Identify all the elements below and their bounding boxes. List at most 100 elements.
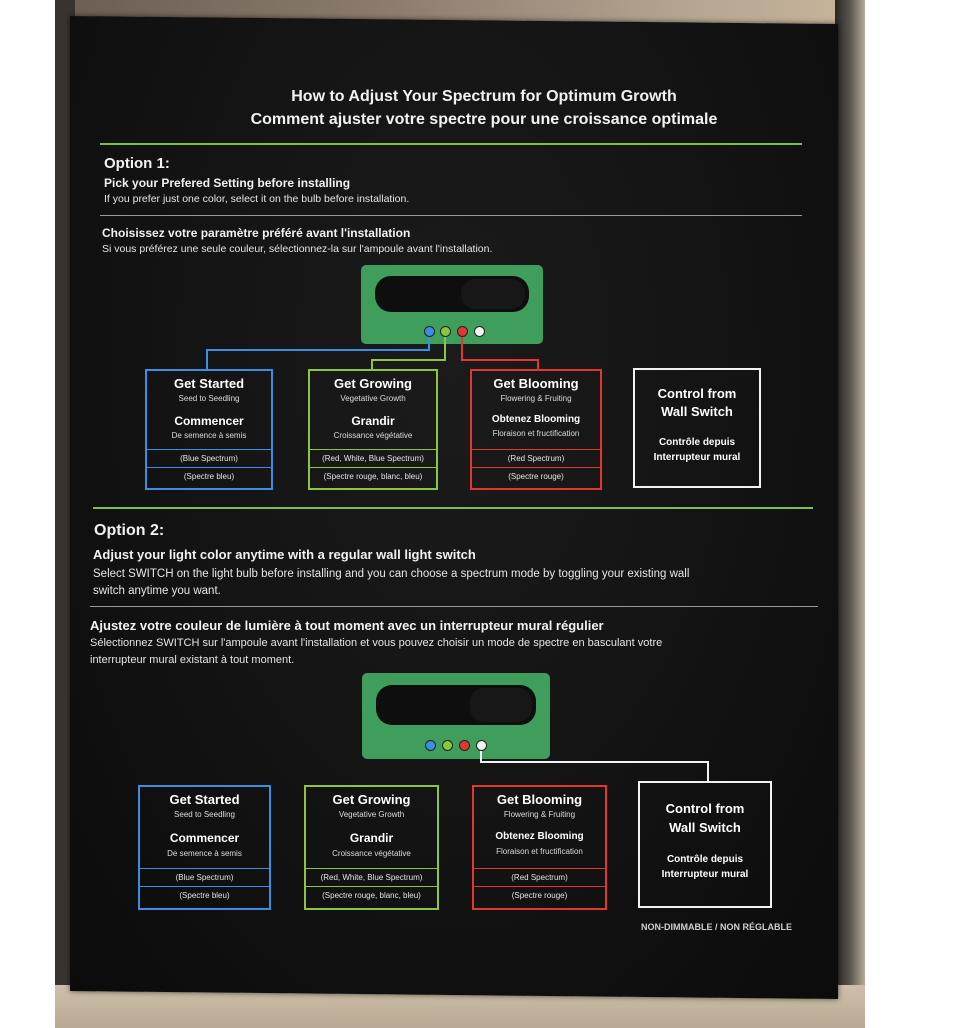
card-fr-title: Commencer xyxy=(174,414,244,428)
card-spectrum-fr: (Spectre bleu) xyxy=(183,472,235,481)
card-title: Get Growing xyxy=(332,792,411,807)
card-fr-subtitle: Croissance végétative xyxy=(333,431,413,440)
card-fr-subtitle: De semence à semis xyxy=(167,849,242,858)
switch-slot xyxy=(376,685,536,725)
card-fr-subtitle: Floraison et fructification xyxy=(496,847,583,856)
card-fr-title: Obtenez Blooming xyxy=(495,831,584,842)
option2-fr-text-1: Sélectionnez SWITCH sur l'ampoule avant … xyxy=(90,637,663,649)
card-title: Control from xyxy=(657,386,737,401)
card-fr-subtitle: Croissance végétative xyxy=(332,849,411,858)
heading-french: Comment ajuster votre spectre pour une c… xyxy=(250,111,718,128)
card-fr-title: Contrôle depuis xyxy=(666,854,744,865)
card-get-growing-1: Get Growing Vegetative Growth Grandir Cr… xyxy=(308,369,438,490)
option1-en-text: If you prefer just one color, select it … xyxy=(104,193,410,205)
option1-fr-text: Si vous préférez une seule couleur, séle… xyxy=(102,243,493,255)
red-dot-icon xyxy=(459,740,470,751)
card-title: Get Blooming xyxy=(496,792,583,807)
card-fr-title: Contrôle depuis xyxy=(658,437,736,448)
card-spectrum-en: (Red Spectrum) xyxy=(507,454,565,463)
option2-top-divider xyxy=(93,507,813,509)
heading-divider xyxy=(100,143,802,145)
white-dot-icon xyxy=(476,740,487,751)
card-spectrum-fr: (Spectre rouge) xyxy=(511,891,568,900)
card-fr-subtitle: De semence à semis xyxy=(171,431,247,440)
card-divider xyxy=(140,886,269,887)
card-subtitle: Seed to Seedling xyxy=(174,810,235,819)
card-fr-title: Interrupteur mural xyxy=(653,452,741,463)
card-spectrum-fr: (Spectre rouge) xyxy=(508,472,564,481)
card-divider xyxy=(306,886,437,887)
card-spectrum-fr: (Spectre rouge, blanc, bleu) xyxy=(323,472,423,481)
card-fr-title: Interrupteur mural xyxy=(661,869,749,880)
card-fr-title: Commencer xyxy=(169,831,240,845)
card-fr-title: Grandir xyxy=(349,831,394,845)
option2-en-title: Adjust your light color anytime with a r… xyxy=(93,547,476,562)
card-divider xyxy=(472,467,600,468)
card-spectrum-en: (Blue Spectrum) xyxy=(180,454,238,463)
card-divider xyxy=(310,449,436,450)
card-spectrum-fr: (Spectre rouge, blanc, bleu) xyxy=(322,891,421,900)
card-title: Get Growing xyxy=(334,376,412,391)
switch-knob xyxy=(470,688,532,722)
heading-english: How to Adjust Your Spectrum for Optimum … xyxy=(291,88,677,105)
card-divider xyxy=(472,449,600,450)
background-right xyxy=(835,0,865,1028)
blue-dot-icon xyxy=(425,740,436,751)
option2-fr-title: Ajustez votre couleur de lumière à tout … xyxy=(90,618,604,633)
card-subtitle: Vegetative Growth xyxy=(340,394,406,403)
red-dot-icon xyxy=(457,326,468,337)
option2-divider xyxy=(90,606,818,607)
card-get-blooming-1: Get Blooming Flowering & Fruiting Obtene… xyxy=(470,369,602,490)
green-dot-icon xyxy=(440,326,451,337)
option1-label: Option 1: xyxy=(104,155,170,172)
card-fr-title: Obtenez Blooming xyxy=(491,414,581,425)
bulb-switch-illustration-1 xyxy=(361,265,543,344)
option1-fr-title: Choisissez votre paramètre préféré avant… xyxy=(102,226,411,240)
blue-dot-icon xyxy=(424,326,435,337)
card-subtitle: Seed to Seedling xyxy=(178,394,240,403)
card-subtitle: Flowering & Fruiting xyxy=(503,810,576,819)
card-subtitle: Vegetative Growth xyxy=(338,810,405,819)
card-get-started-1: Get Started Seed to Seedling Commencer D… xyxy=(145,369,273,490)
card-divider xyxy=(306,868,437,869)
card-divider xyxy=(310,467,436,468)
card-spectrum-en: (Red, White, Blue Spectrum) xyxy=(320,873,423,882)
card-get-growing-2: Get Growing Vegetative Growth Grandir Cr… xyxy=(304,785,439,910)
option1-en-title: Pick your Prefered Setting before instal… xyxy=(104,176,351,190)
switch-slot xyxy=(375,276,529,312)
white-dot-icon xyxy=(474,326,485,337)
card-title: Get Blooming xyxy=(493,376,579,391)
card-subtitle: Flowering & Fruiting xyxy=(500,394,572,403)
card-spectrum-en: (Red, White, Blue Spectrum) xyxy=(322,454,424,463)
option2-label: Option 2: xyxy=(94,522,165,539)
option2-en-text-2: switch anytime you want. xyxy=(93,585,221,597)
card-spectrum-en: (Red Spectrum) xyxy=(511,873,568,882)
card-title: Get Started xyxy=(169,792,240,807)
card-fr-title: Grandir xyxy=(351,414,395,428)
non-dimmable-label: NON-DIMMABLE / NON RÉGLABLE xyxy=(641,922,792,932)
option1-divider xyxy=(100,215,802,216)
card-title: Wall Switch xyxy=(669,820,741,835)
card-divider xyxy=(140,868,269,869)
card-fr-subtitle: Floraison et fructification xyxy=(492,429,580,438)
card-title: Control from xyxy=(665,801,745,816)
card-spectrum-en: (Blue Spectrum) xyxy=(175,873,234,882)
card-title: Get Started xyxy=(173,376,245,391)
green-dot-icon xyxy=(442,740,453,751)
card-divider xyxy=(474,868,605,869)
card-wall-switch-1: Control from Wall Switch Contrôle depuis… xyxy=(633,368,761,488)
card-divider xyxy=(147,467,271,468)
card-wall-switch-2: Control from Wall Switch Contrôle depuis… xyxy=(638,781,772,908)
option2-fr-text-2: interrupteur mural existant à tout momen… xyxy=(90,654,295,666)
switch-knob xyxy=(461,279,525,309)
card-title: Wall Switch xyxy=(661,404,733,419)
card-get-blooming-2: Get Blooming Flowering & Fruiting Obtene… xyxy=(472,785,607,910)
card-divider xyxy=(474,886,605,887)
card-divider xyxy=(147,449,271,450)
option2-en-text-1: Select SWITCH on the light bulb before i… xyxy=(93,568,690,580)
card-spectrum-fr: (Spectre bleu) xyxy=(179,891,230,900)
card-get-started-2: Get Started Seed to Seedling Commencer D… xyxy=(138,785,271,910)
